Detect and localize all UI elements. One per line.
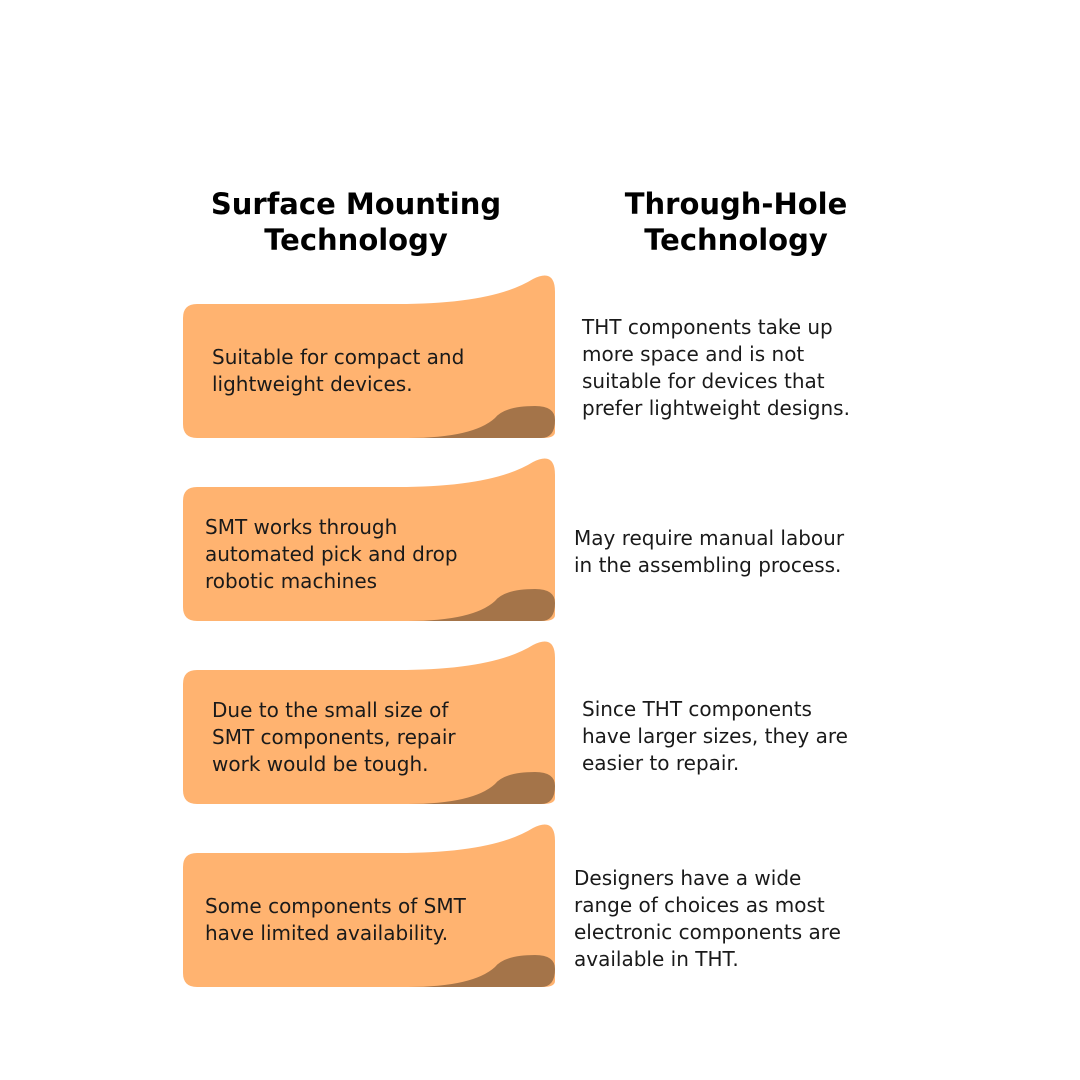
- comparison-row: Suitable for compact and lightweight dev…: [0, 274, 1080, 444]
- smt-card: Due to the small size of SMT components,…: [183, 640, 556, 804]
- tht-text: May require manual labour in the assembl…: [574, 526, 845, 577]
- smt-card-text: Some components of SMT have limited avai…: [205, 894, 466, 945]
- curled-paper-shape: [183, 824, 555, 987]
- smt-card: Suitable for compact and lightweight dev…: [183, 274, 556, 438]
- smt-card: Some components of SMT have limited avai…: [183, 823, 556, 987]
- tht-text: Designers have a wide range of choices a…: [574, 866, 841, 971]
- comparison-row: SMT works through automated pick and dro…: [0, 457, 1080, 627]
- tht-text: THT components take up more space and is…: [582, 315, 850, 420]
- tht-heading: Through-Hole Technology: [624, 187, 848, 257]
- smt-card-text: Suitable for compact and lightweight dev…: [212, 345, 465, 396]
- tht-text: Since THT components have larger sizes, …: [582, 697, 848, 775]
- curled-paper-shape: [183, 275, 555, 438]
- comparison-row: Some components of SMT have limited avai…: [0, 823, 1080, 993]
- smt-card-text: Due to the small size of SMT components,…: [212, 697, 456, 776]
- smt-card-text: SMT works through automated pick and dro…: [205, 514, 458, 593]
- smt-heading: Surface Mounting Technology: [210, 187, 502, 257]
- smt-card: SMT works through automated pick and dro…: [183, 457, 556, 621]
- comparison-row: Due to the small size of SMT components,…: [0, 640, 1080, 810]
- curled-paper-shape: [183, 458, 555, 621]
- curled-paper-shape: [183, 641, 555, 804]
